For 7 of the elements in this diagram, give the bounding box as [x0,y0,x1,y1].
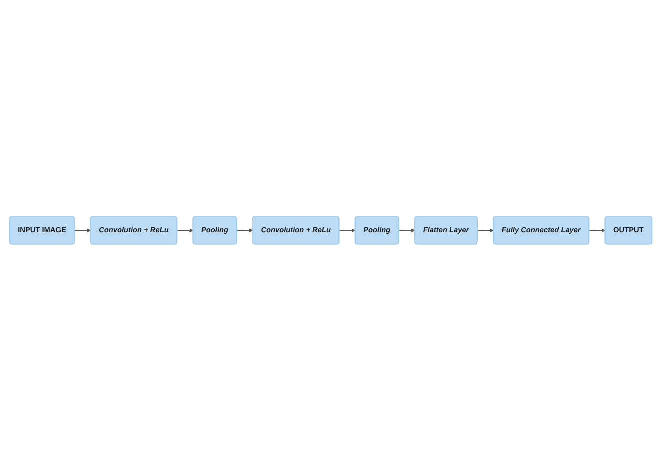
arrow [236,228,254,233]
arrow [176,228,194,233]
arrow [74,228,92,233]
arrow [398,228,416,233]
arrow [339,228,356,233]
arrow [588,228,606,233]
arrow [477,228,494,233]
